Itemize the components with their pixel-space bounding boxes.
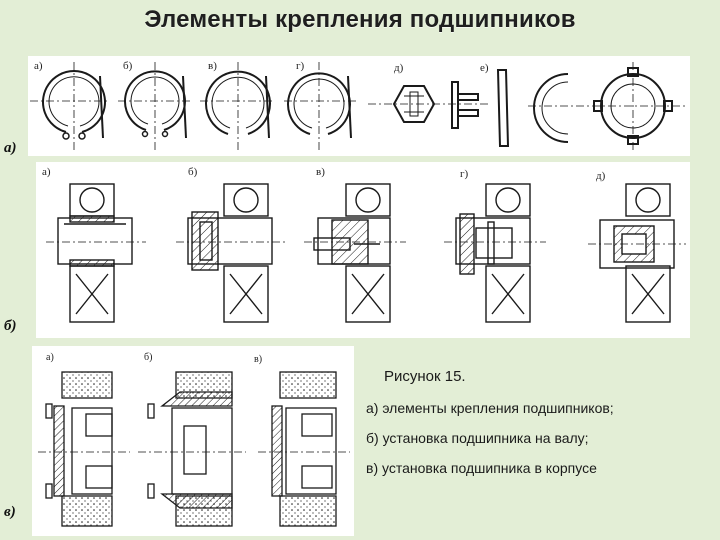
row-label-c: в) bbox=[4, 504, 16, 520]
housing-installation-drawing bbox=[38, 371, 350, 527]
sub-label-b: б) bbox=[144, 352, 153, 363]
retaining-rings-drawing bbox=[30, 62, 688, 152]
row-label-a: а) bbox=[4, 140, 17, 156]
sub-label-v: в) bbox=[316, 166, 325, 178]
caption-line-c: в) установка подшипника в корпусе bbox=[366, 460, 597, 476]
sub-label-b: б) bbox=[188, 166, 198, 178]
shaft-installation-drawing bbox=[46, 183, 686, 323]
sub-label-v: в) bbox=[208, 60, 217, 72]
caption-line-b: б) установка подшипника на валу; bbox=[366, 430, 589, 446]
sub-label-a: а) bbox=[46, 352, 54, 363]
sub-label-b: б) bbox=[123, 60, 133, 72]
slide-title: Элементы крепления подшипников bbox=[144, 6, 576, 33]
caption-title: Рисунок 15. bbox=[384, 368, 466, 385]
sub-label-e: е) bbox=[480, 62, 489, 74]
shaft-installation-figure: а) б) в) г) д) bbox=[36, 162, 690, 338]
sub-label-g: г) bbox=[296, 60, 305, 72]
caption-line-a: а) элементы крепления подшипников; bbox=[366, 400, 614, 416]
sub-label-d: д) bbox=[394, 62, 404, 74]
sub-label-a: а) bbox=[42, 166, 51, 178]
sub-label-d: д) bbox=[596, 170, 606, 182]
sub-label-a: а) bbox=[34, 60, 43, 72]
retaining-rings-figure: а) б) в) г) д) е) bbox=[28, 56, 690, 156]
row-label-b: б) bbox=[4, 318, 17, 334]
sub-label-g: г) bbox=[460, 168, 469, 180]
housing-installation-figure: а) б) в) bbox=[32, 346, 354, 536]
sub-label-v: в) bbox=[254, 354, 263, 365]
